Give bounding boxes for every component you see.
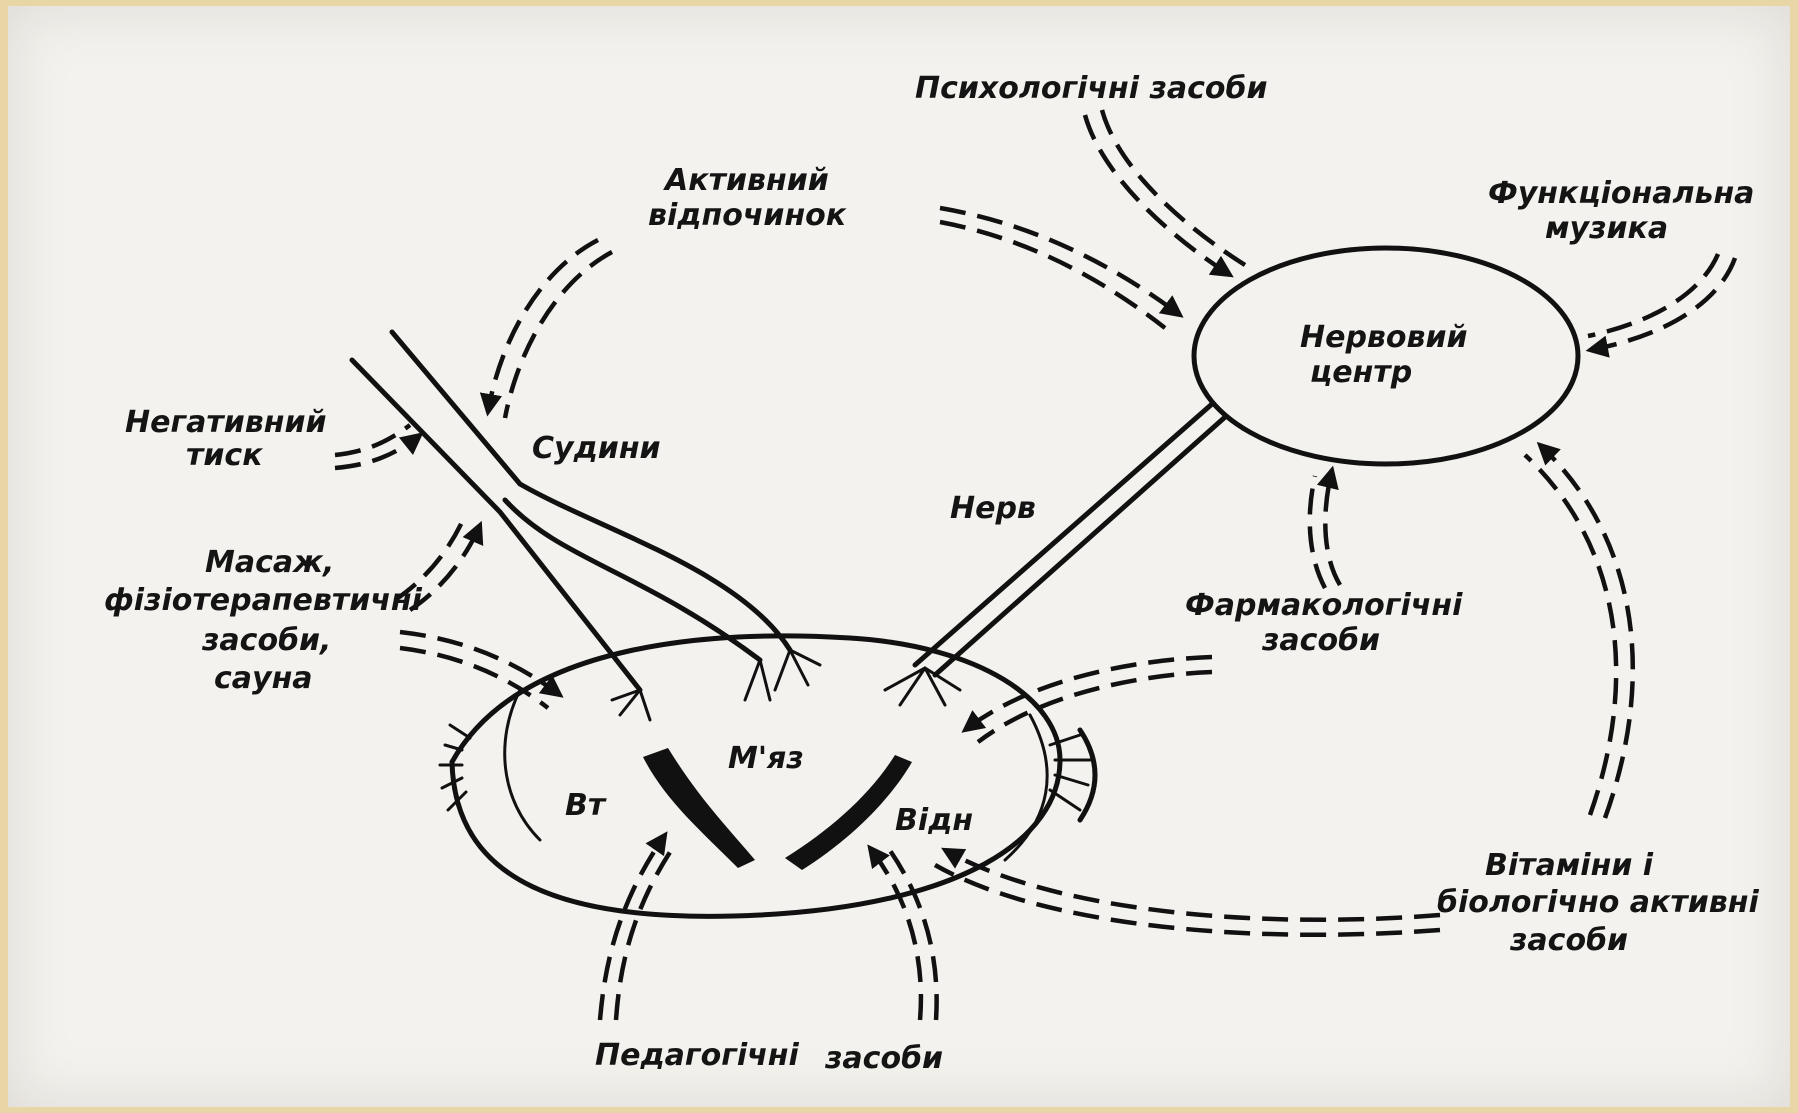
label-pedagogical-1: Педагогічні: [595, 1038, 799, 1073]
right-tendon: [1050, 730, 1095, 820]
label-vitamins-2: біологічно активні: [1437, 885, 1759, 920]
label-nerve: Нерв: [950, 491, 1036, 526]
label-active-rest-1: Активний: [663, 163, 829, 198]
label-pharmacological-1: Фармакологічні: [1185, 588, 1463, 623]
label-functional-music-2: музика: [1545, 211, 1668, 246]
label-active-rest-2: відпочинок: [648, 198, 847, 233]
label-pedagogical-2: засоби: [824, 1041, 943, 1076]
label-massage-3: засоби,: [201, 623, 331, 658]
label-vitamins-1: Вітаміни і: [1485, 848, 1654, 883]
label-massage-1: Масаж,: [205, 545, 334, 580]
label-vidn: Відн: [895, 803, 973, 838]
muscle-inner-right: [1005, 715, 1047, 860]
label-negative-pressure-2: тиск: [186, 438, 263, 473]
label-vessels: Судини: [532, 431, 661, 466]
label-vt: Вт: [565, 788, 607, 823]
label-psychological: Психологічні засоби: [915, 71, 1268, 106]
label-massage-2: фізіотерапевтичні: [104, 583, 423, 618]
label-pharmacological-2: засоби: [1261, 623, 1380, 658]
dashed-arrows: [335, 110, 1735, 1020]
label-negative-pressure-1: Негативний: [125, 405, 327, 440]
muscle-inner-left: [505, 690, 540, 840]
label-functional-music-1: Функціональна: [1488, 176, 1754, 211]
label-muscle: М'яз: [728, 741, 804, 776]
label-nerve-center-2: центр: [1310, 355, 1412, 390]
muscle-shape: [452, 636, 1060, 916]
label-vitamins-3: засоби: [1509, 923, 1628, 958]
label-massage-4: сауна: [214, 661, 313, 696]
label-nerve-center-1: Нервовий: [1300, 320, 1468, 355]
